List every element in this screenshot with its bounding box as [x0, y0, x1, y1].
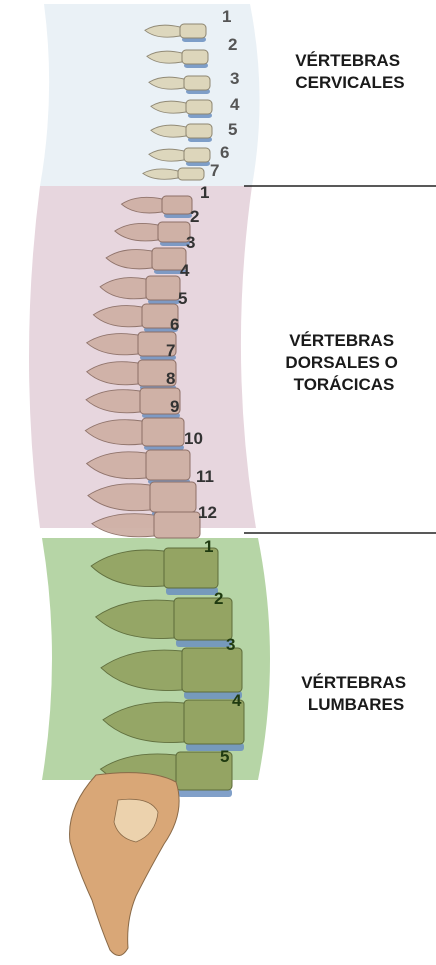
- thoracic-vertebra-number-11: 11: [196, 467, 214, 486]
- thoracic-vertebral-body-9: [142, 418, 184, 446]
- cervical-vertebral-body-1: [180, 24, 206, 38]
- thoracic-vertebra-number-6: 6: [170, 315, 179, 334]
- lumbar-vertebra-number-1: 1: [204, 537, 213, 556]
- lumbar-vertebra-number-4: 4: [232, 691, 242, 710]
- cervical-vertebra-number-7: 7: [210, 161, 219, 180]
- cervical-vertebra-number-5: 5: [228, 120, 237, 139]
- thoracic-vertebra-number-8: 8: [166, 369, 175, 388]
- cervical-vertebral-body-3: [184, 76, 210, 90]
- lumbar-vertebra-number-2: 2: [214, 589, 223, 608]
- cervical-vertebra-number-4: 4: [230, 95, 240, 114]
- thoracic-vertebra-number-5: 5: [178, 289, 187, 308]
- thoracic-vertebra-number-2: 2: [190, 207, 199, 226]
- thoracic-vertebra-number-3: 3: [186, 233, 195, 252]
- thoracic-vertebral-body-12: [154, 512, 200, 538]
- cervical-title-line-1: VÉRTEBRAS: [295, 51, 400, 70]
- cervical-title-line-2: CERVICALES: [295, 73, 404, 92]
- lumbar-vertebra-number-3: 3: [226, 635, 235, 654]
- thoracic-vertebral-body-1: [162, 196, 192, 214]
- thoracic-vertebra-number-7: 7: [166, 341, 175, 360]
- cervical-vertebral-body-2: [182, 50, 208, 64]
- thoracic-vertebra-number-10: 10: [184, 429, 203, 448]
- thoracic-title-line-1: VÉRTEBRAS: [289, 331, 394, 350]
- lumbar-title-line-2: LUMBARES: [308, 695, 404, 714]
- cervical-vertebral-body-6: [184, 148, 210, 162]
- lumbar-title-line-1: VÉRTEBRAS: [301, 673, 406, 692]
- thoracic-vertebral-body-4: [146, 276, 180, 300]
- cervical-vertebral-body-5: [186, 124, 212, 138]
- thoracic-vertebra-number-1: 1: [200, 183, 209, 202]
- thoracic-vertebral-body-11: [150, 482, 196, 512]
- lumbar-title: VÉRTEBRAS LUMBARES: [301, 673, 411, 714]
- thoracic-vertebra-number-12: 12: [198, 503, 217, 522]
- thoracic-title-line-2: DORSALES O: [285, 353, 397, 372]
- cervical-vertebra-number-6: 6: [220, 143, 229, 162]
- thoracic-vertebra-number-4: 4: [180, 261, 190, 280]
- cervical-vertebral-body-4: [186, 100, 212, 114]
- cervical-vertebra-number-2: 2: [228, 35, 237, 54]
- cervical-title: VÉRTEBRAS CERVICALES: [295, 51, 405, 92]
- lumbar-vertebral-body-3: [182, 648, 242, 692]
- cervical-vertebra-number-1: 1: [222, 7, 231, 26]
- cervical-vertebra-number-3: 3: [230, 69, 239, 88]
- cervical-vertebral-body-7: [178, 168, 204, 180]
- lumbar-vertebra-number-5: 5: [220, 747, 229, 766]
- thoracic-vertebral-body-10: [146, 450, 190, 480]
- thoracic-vertebra-number-9: 9: [170, 397, 179, 416]
- thoracic-title-line-3: TORÁCICAS: [294, 375, 395, 394]
- thoracic-title: VÉRTEBRAS DORSALES O TORÁCICAS: [285, 331, 402, 394]
